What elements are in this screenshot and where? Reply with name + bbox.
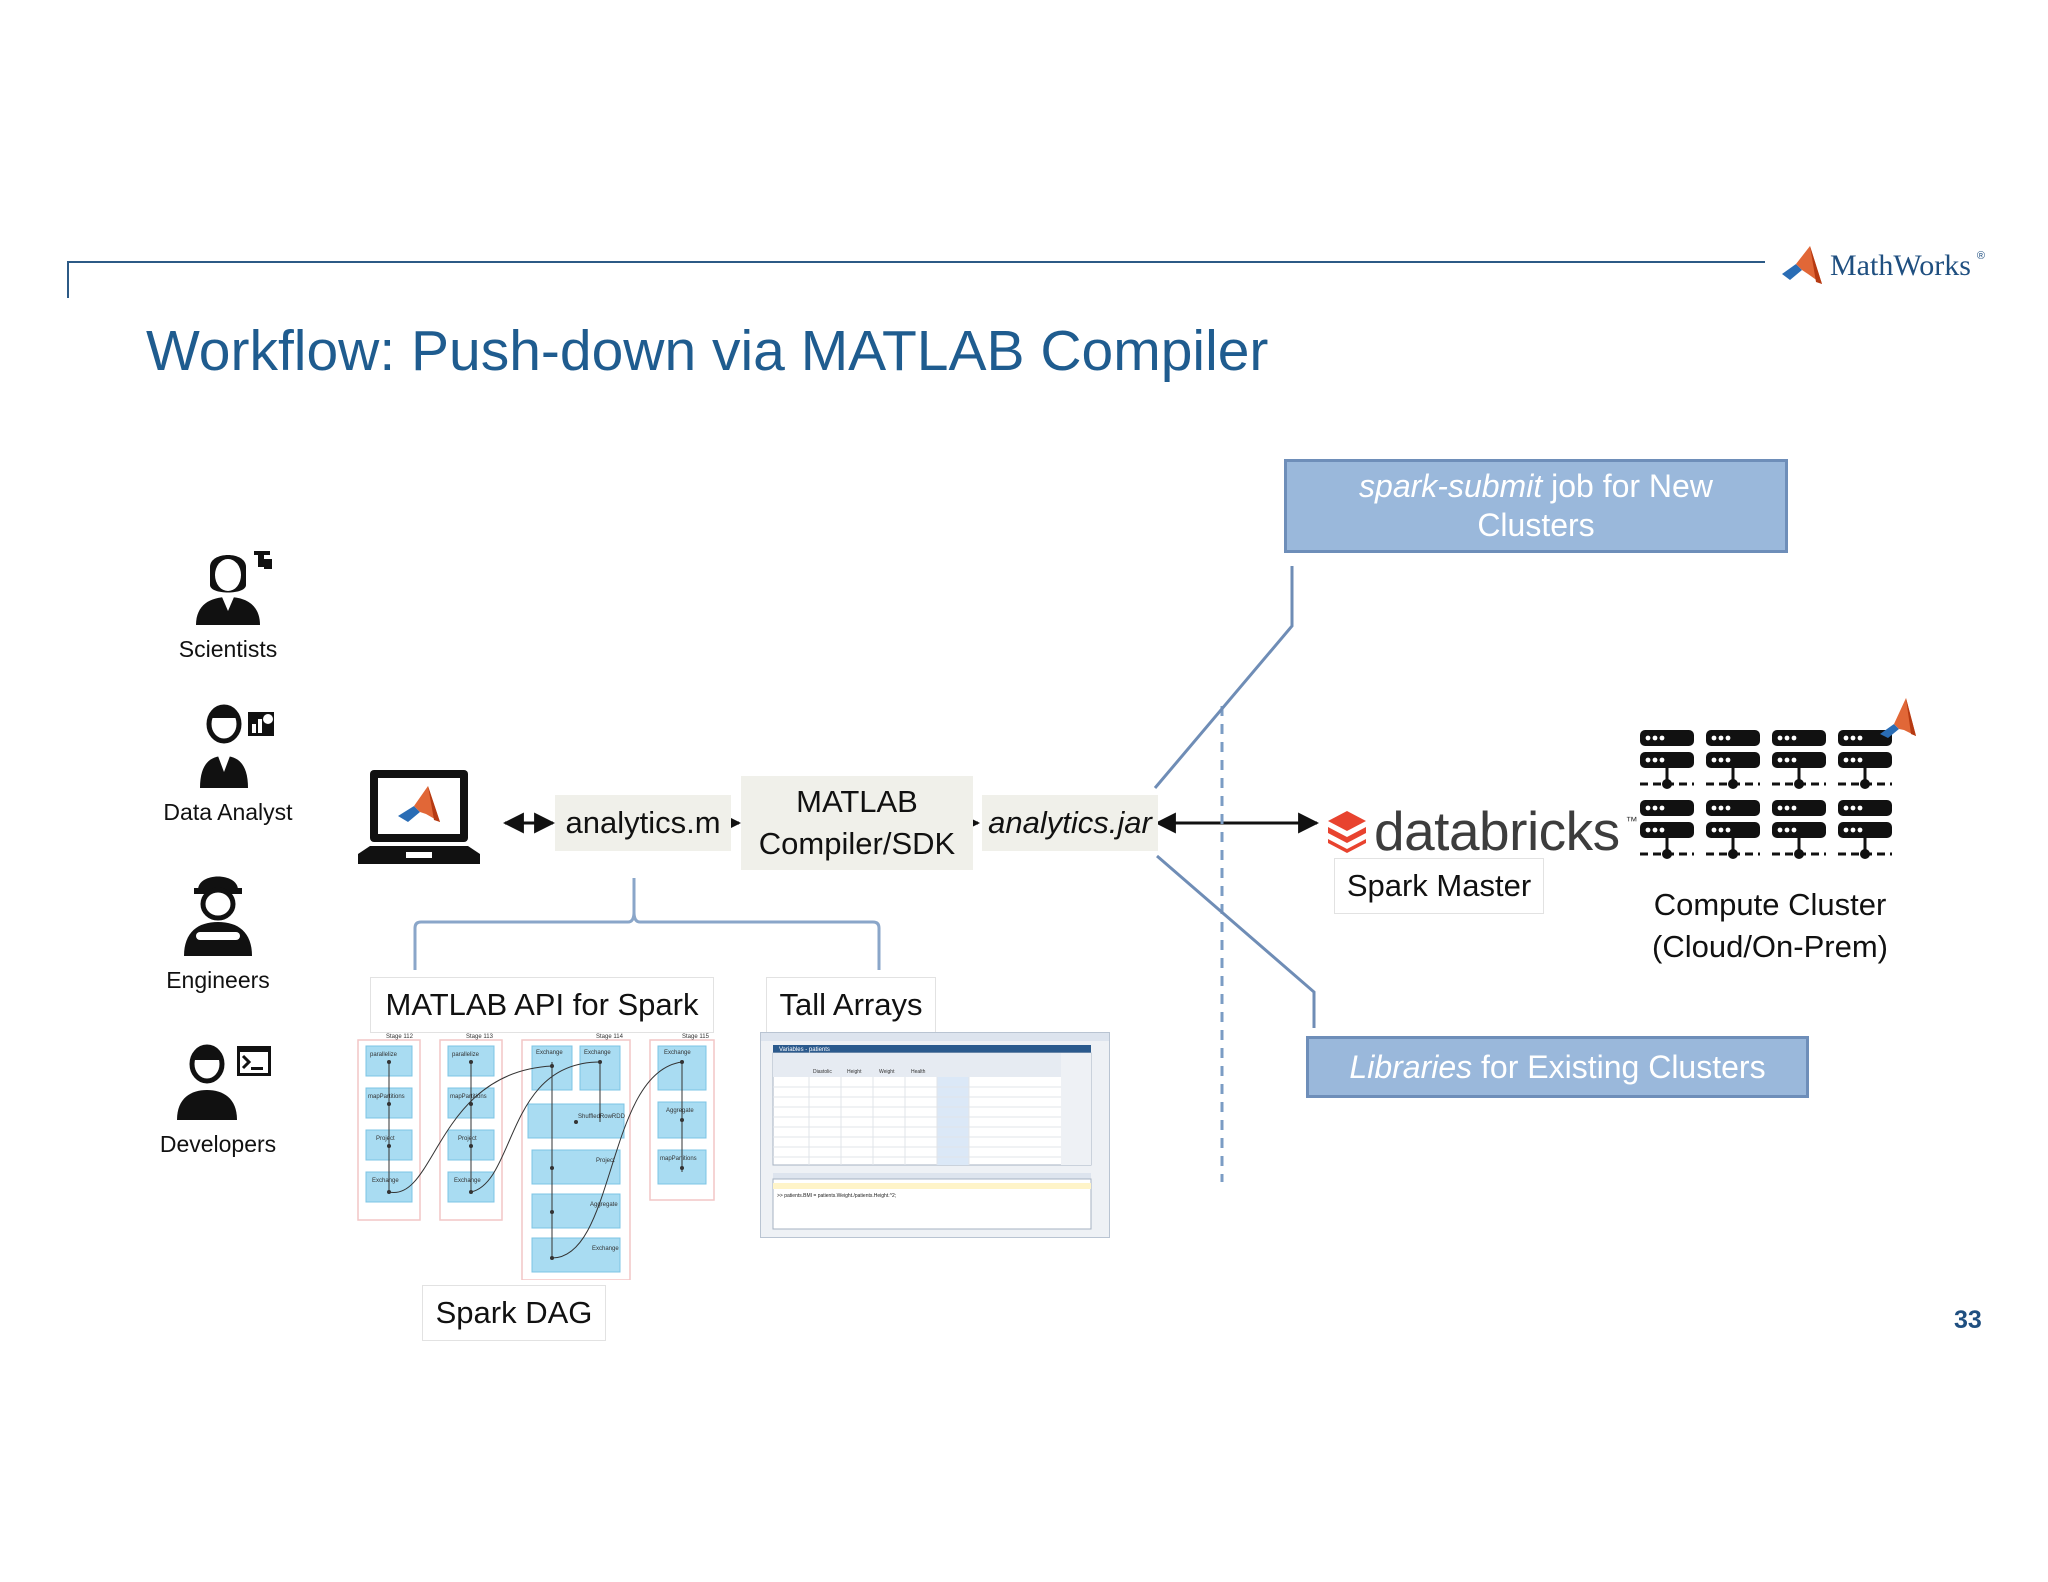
data-analyst-icon [200, 704, 274, 788]
persona-label: Scientists [178, 636, 278, 662]
compiler-line2: Compiler/SDK [758, 826, 956, 861]
dag-op-label: mapPartitions [368, 1094, 405, 1100]
persona-scientists: Scientists [128, 545, 328, 663]
persona-developers: Developers [118, 1040, 318, 1158]
dag-op-label: Project [596, 1158, 615, 1164]
existing-clusters-box: Libraries for Existing Clusters [1306, 1036, 1809, 1098]
header-rule [67, 261, 1765, 298]
output-file-label: analytics.jar [988, 805, 1152, 840]
tall-arrays-box: Tall Arrays [766, 977, 936, 1033]
engineer-icon [184, 876, 252, 956]
spark-dag-box: Spark DAG [422, 1285, 606, 1341]
compute-line2: (Cloud/On-Prem) [1652, 929, 1888, 964]
databricks-logo: databricks ™ [1326, 796, 1638, 866]
variable-window-title: Variables - patients [779, 1047, 830, 1053]
dag-op-label: Exchange [536, 1050, 563, 1056]
databricks-trademark: ™ [1625, 814, 1638, 828]
spark-dag-label: Spark DAG [435, 1295, 593, 1330]
persona-label: Data Analyst [163, 799, 293, 825]
dag-op-label: Exchange [454, 1178, 481, 1184]
new-clusters-text: job for New Clusters [1477, 468, 1713, 543]
dag-op-label: Aggregate [666, 1108, 694, 1114]
brand-trademark: ® [1976, 250, 1986, 262]
persona-label: Developers [159, 1131, 277, 1157]
compute-line1: Compute Cluster [1653, 887, 1887, 922]
existing-clusters-text: for Existing Clusters [1472, 1048, 1766, 1085]
output-file-box: analytics.jar [982, 795, 1158, 851]
command-line: >> patients.BMI = patients.Weight./patie… [777, 1193, 896, 1199]
dag-op-label: Aggregate [590, 1202, 618, 1208]
spark-master-label: Spark Master [1346, 868, 1532, 903]
brand-name: MathWorks [1830, 249, 1971, 282]
jar-to-new-clusters-line [1153, 566, 1294, 789]
new-clusters-label: spark-submit job for New Clusters [1327, 467, 1745, 545]
compiler-line1: MATLAB [796, 784, 918, 819]
dag-op-label: Exchange [592, 1246, 619, 1252]
matlab-membrane-icon [1782, 246, 1822, 284]
laptop-icon [358, 770, 480, 864]
spark-master-box: Spark Master [1334, 858, 1544, 914]
dag-stage-label: Stage 115 [682, 1034, 710, 1040]
scientist-icon [196, 551, 272, 625]
compiler-box: MATLAB Compiler/SDK [741, 776, 973, 870]
tall-arrays-thumbnail: Variables - patients Diastolic Height We… [760, 1032, 1110, 1238]
persona-engineers: Engineers [118, 866, 318, 994]
table-column-header: Height [847, 1069, 862, 1075]
databricks-icon [1328, 811, 1366, 853]
server-rack-icon [1640, 698, 1916, 861]
dag-stage-label: Stage 113 [466, 1034, 494, 1040]
dag-stage-label: Stage 114 [596, 1034, 624, 1040]
dag-op-label: parallelize [370, 1052, 398, 1058]
variable-editor: Variables - patients Diastolic Height We… [761, 1033, 1109, 1230]
spark-api-box: MATLAB API for Spark [370, 977, 714, 1033]
dag-op-label: Exchange [584, 1050, 611, 1056]
mathworks-logo: MathWorks ® [1778, 244, 1985, 288]
api-brace [413, 878, 881, 970]
source-file-box: analytics.m [555, 795, 731, 851]
dag-op-label: Project [376, 1136, 395, 1142]
dag-op-label: mapPartitions [450, 1094, 487, 1100]
dag-op-label: ShuffledRowRDD [578, 1114, 626, 1120]
databricks-wordmark: databricks [1374, 800, 1620, 862]
spark-dag-diagram: Stage 112 Stage 113 Stage 114 Stage 115 … [357, 1034, 715, 1281]
dag-op-label: mapPartitions [660, 1156, 697, 1162]
jar-to-existing-clusters-line [1156, 854, 1316, 1028]
dag-op-label: Exchange [372, 1178, 399, 1184]
spark-dag-thumbnail: Stage 112 Stage 113 Stage 114 Stage 115 … [356, 1032, 716, 1281]
page-number: 33 [1954, 1306, 1982, 1334]
spark-submit-term: spark-submit [1359, 468, 1543, 504]
libraries-term: Libraries [1349, 1048, 1473, 1085]
dag-op-label: parallelize [452, 1052, 480, 1058]
dag-op-label: Exchange [664, 1050, 691, 1056]
dag-stage-label: Stage 112 [386, 1034, 414, 1040]
existing-clusters-label: Libraries for Existing Clusters [1349, 1048, 1765, 1087]
spark-api-label: MATLAB API for Spark [385, 987, 699, 1022]
dag-op-label: Project [458, 1136, 477, 1142]
persona-label: Engineers [166, 967, 270, 993]
tall-arrays-label: Tall Arrays [779, 987, 923, 1022]
table-column-header: Diastolic [813, 1069, 832, 1075]
table-column-header: Weight [879, 1069, 895, 1075]
compute-cluster-label: Compute Cluster (Cloud/On-Prem) [1620, 884, 1920, 968]
developer-icon [177, 1044, 271, 1120]
new-clusters-box: spark-submit job for New Clusters [1284, 459, 1788, 553]
page-title: Workflow: Push-down via MATLAB Compiler [146, 319, 1269, 383]
persona-data-analyst: Data Analyst [128, 702, 328, 826]
table-column-header: Health [911, 1069, 926, 1075]
source-file-label: analytics.m [565, 805, 721, 840]
